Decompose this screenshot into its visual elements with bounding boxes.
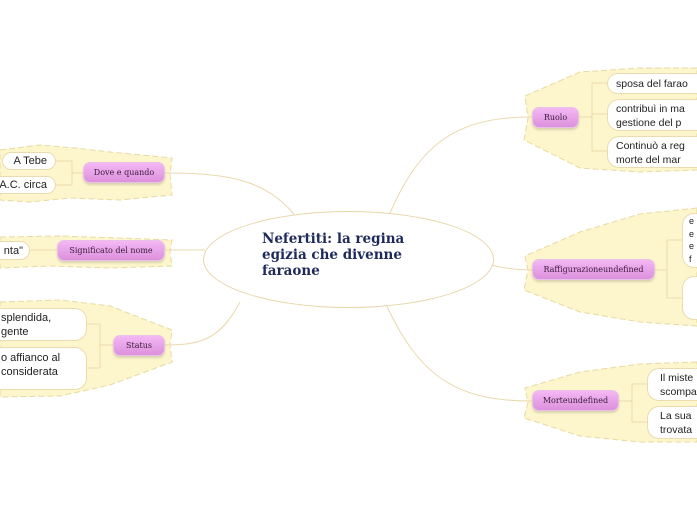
subtopic-text: A Tebe [13, 155, 47, 167]
subtopic-text: contribuì in ma [616, 103, 685, 115]
subtopic-text: A.C. circa [0, 179, 47, 191]
subtopic-sua[interactable]: La sua trovata [647, 406, 697, 439]
topic-dove-e-quando[interactable]: Dove e quando [83, 162, 165, 183]
central-topic[interactable] [203, 211, 494, 308]
topic-morte[interactable]: Morteundefined [532, 390, 619, 411]
topic-status[interactable]: Status [113, 335, 165, 356]
subtopic-text: morte del mar [616, 154, 681, 166]
subtopic-text: Il miste [660, 372, 694, 384]
subtopic-raffigurazione-2[interactable] [682, 276, 697, 320]
subtopic-text: nta" [3, 245, 23, 257]
subtopic-text: trovata [660, 424, 693, 436]
subtopic-nome[interactable]: nta" [0, 241, 30, 260]
subtopic-text: Continuò a reg [616, 140, 685, 152]
subtopic-affianco[interactable]: o affianco al considerata [0, 347, 87, 390]
subtopic-text: gente [1, 326, 29, 338]
subtopic-text: splendida, [1, 312, 52, 324]
subtopic-text: e [689, 241, 695, 251]
topic-significato-del-nome[interactable]: Significato del nome [57, 240, 165, 261]
subtopic-a-tebe[interactable]: A Tebe [2, 152, 56, 170]
subtopic-contribui[interactable]: contribuì in ma gestione del p [607, 99, 697, 131]
subtopic-text: considerata [1, 366, 58, 378]
subtopic-text: sposa del farao [616, 78, 688, 90]
subtopic-text: scompa [660, 386, 697, 398]
subtopic-text: e [689, 228, 695, 239]
central-topic-title: Nefertiti: la regina egizia che divenne … [262, 231, 405, 279]
topic-raffigurazione[interactable]: Raffigurazioneundefined [532, 259, 655, 280]
subtopic-text: La sua [660, 410, 692, 422]
subtopic-text: gestione del p [616, 117, 682, 129]
subtopic-text: o affianco al [1, 352, 61, 364]
subtopic-sposa[interactable]: sposa del farao [607, 73, 697, 94]
subtopic-mistero[interactable]: Il miste scompa [647, 368, 697, 401]
subtopic-text: f [689, 253, 692, 264]
subtopic-continuo[interactable]: Continuò a reg morte del mar [607, 136, 697, 168]
subtopic-splendida[interactable]: splendida, gente [0, 308, 87, 341]
topic-ruolo[interactable]: Ruolo [532, 107, 579, 128]
subtopic-text: e [689, 216, 695, 226]
subtopic-ac-circa[interactable]: A.C. circa [0, 176, 56, 194]
